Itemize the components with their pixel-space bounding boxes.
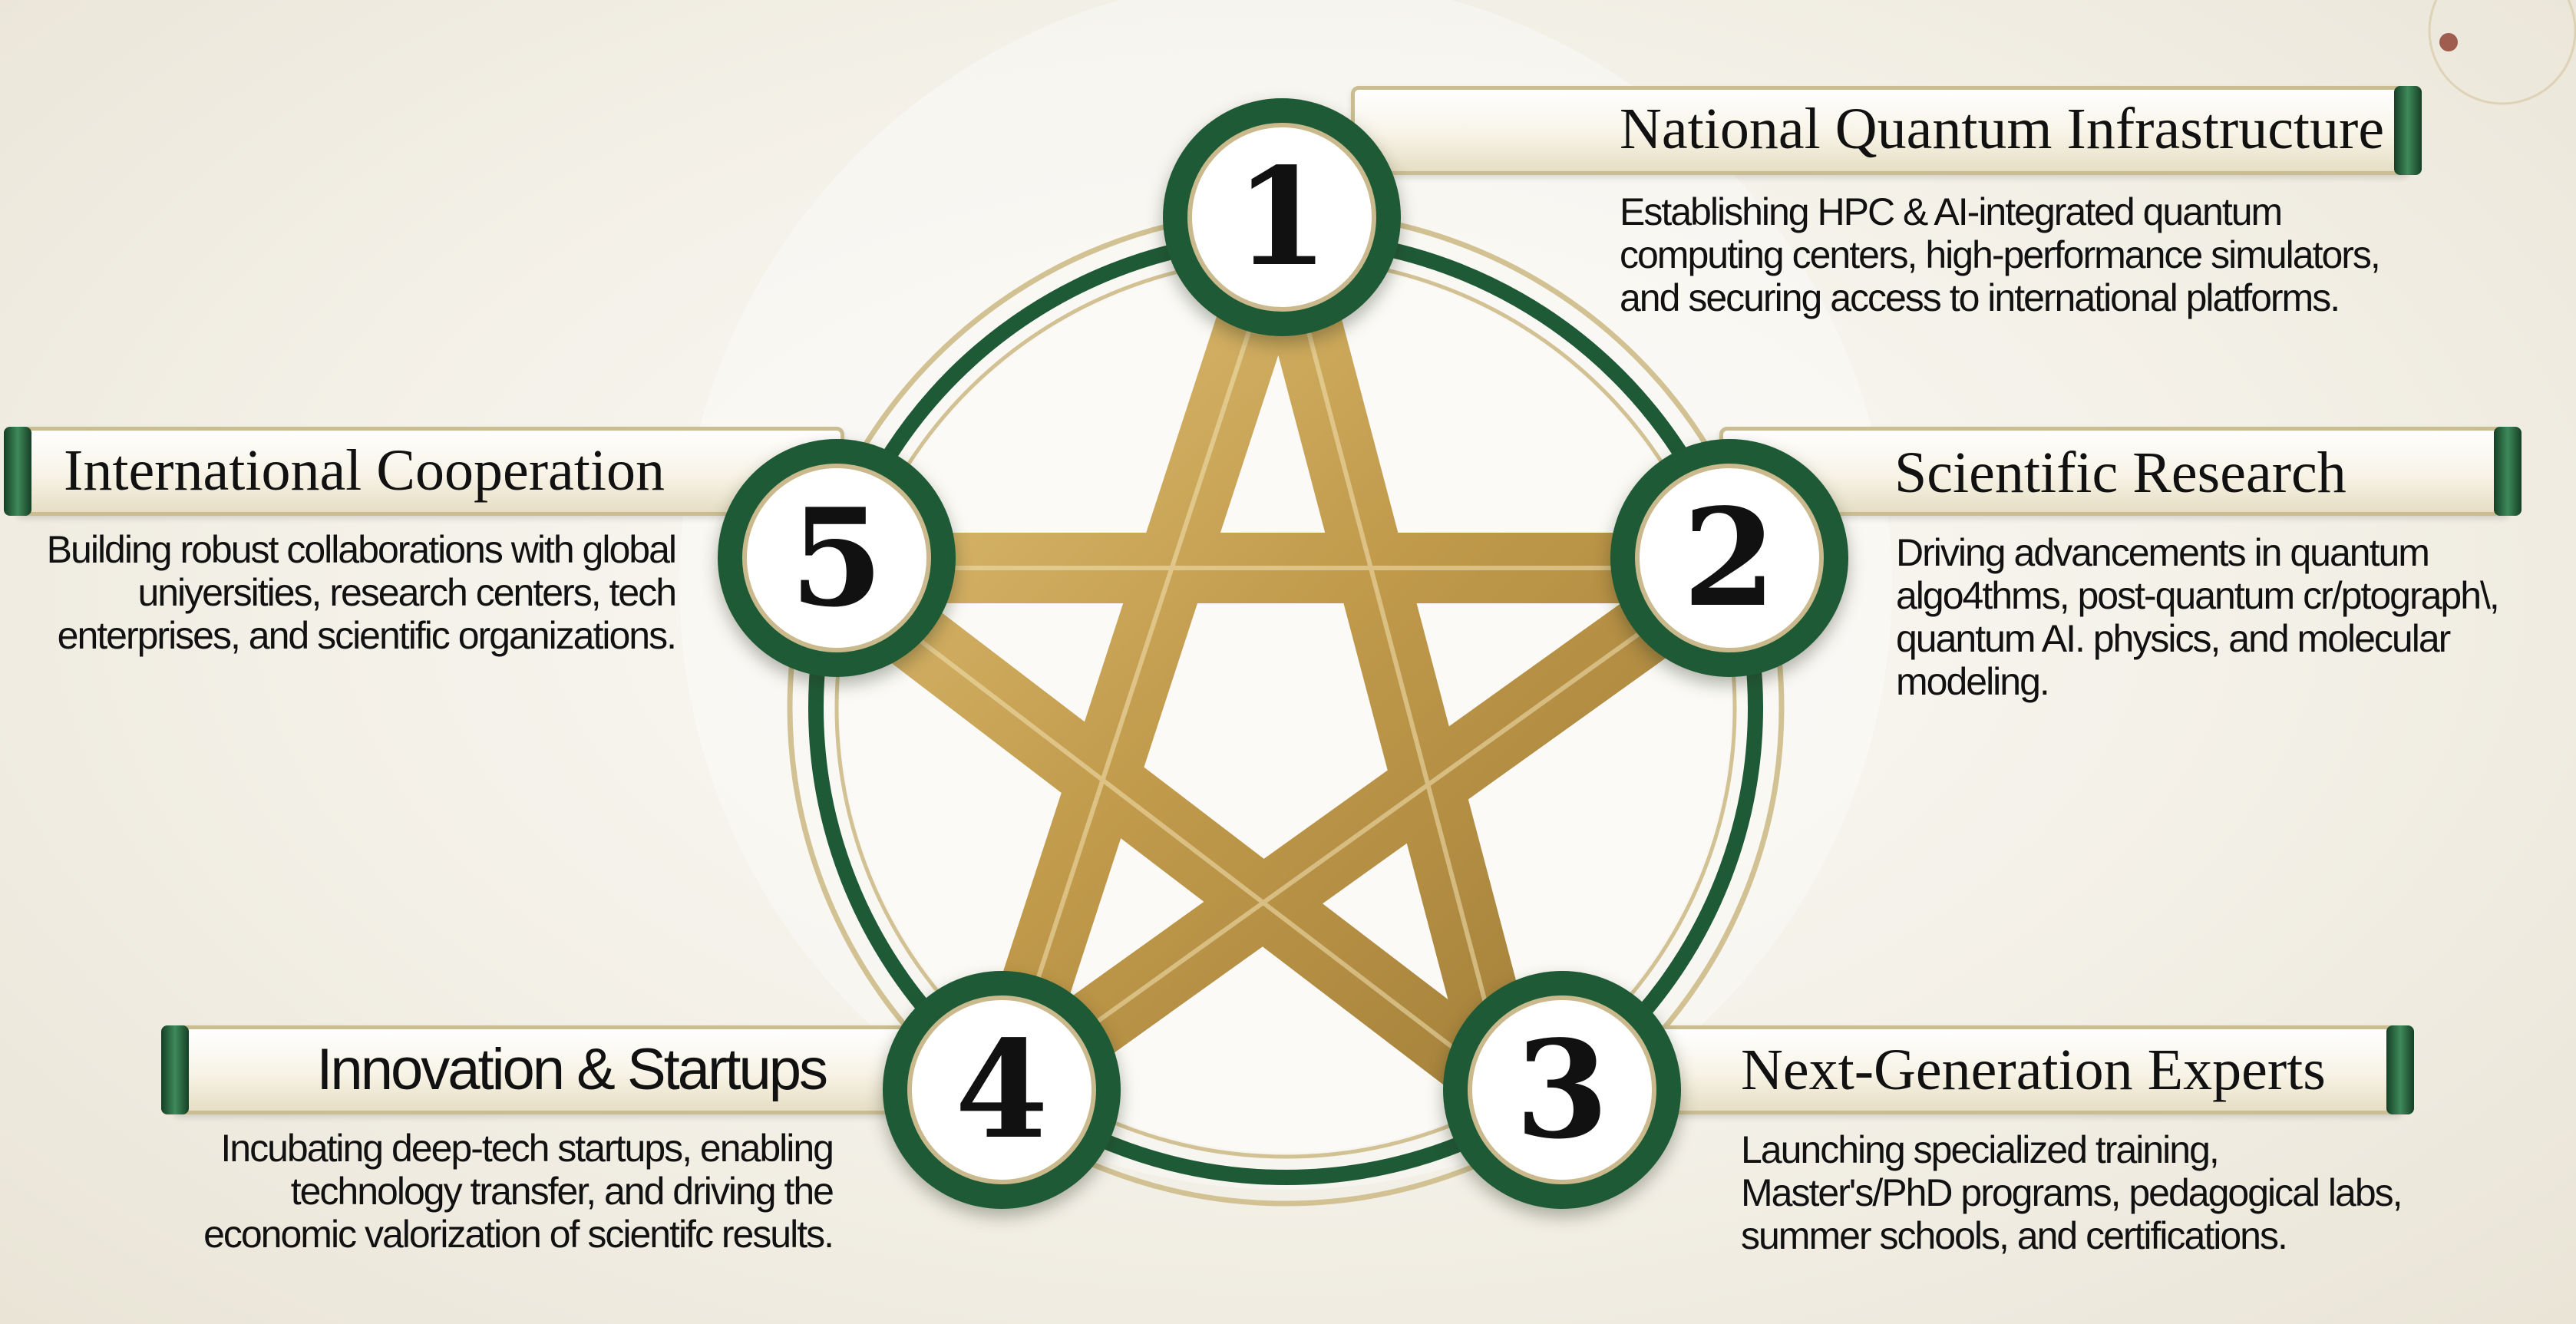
badge-2: 2 bbox=[1610, 439, 1848, 677]
pillar-4-title: Innovation & Startups bbox=[316, 1037, 828, 1102]
pillar-2-title: Scientific Research bbox=[1894, 441, 2346, 505]
banner-1 bbox=[1351, 86, 2422, 175]
badge-1-number: 1 bbox=[1235, 138, 1329, 296]
banner-3-cap bbox=[2386, 1025, 2414, 1114]
background-ornament-dot bbox=[2439, 33, 2458, 51]
banner-4 bbox=[161, 1025, 940, 1114]
banner-5-cap bbox=[4, 427, 31, 516]
pillar-2-description: Driving advancements in quantum algo4thm… bbox=[1896, 531, 2500, 703]
badge-4-inner: 4 bbox=[907, 995, 1096, 1184]
banner-1-cap bbox=[2394, 86, 2422, 175]
gold-star-edge bbox=[818, 229, 1739, 1096]
pillar-1-description: Establishing HPC & AI-integrated quantum… bbox=[1620, 190, 2381, 319]
pillar-1-title: National Quantum Infrastructure bbox=[1620, 97, 2385, 161]
banner-2 bbox=[1719, 427, 2522, 516]
badge-3-inner: 3 bbox=[1468, 995, 1656, 1184]
badge-1-inner: 1 bbox=[1187, 123, 1376, 312]
badge-3-number: 3 bbox=[1515, 1011, 1609, 1169]
banner-4-cap bbox=[161, 1025, 189, 1114]
badge-5-number: 5 bbox=[790, 479, 883, 637]
pillar-5-description: Building robust collaborations with glob… bbox=[46, 528, 677, 657]
badge-1: 1 bbox=[1163, 98, 1401, 336]
banner-3 bbox=[1627, 1025, 2414, 1114]
background-ornament-small bbox=[2428, 0, 2576, 105]
banner-2-cap bbox=[2494, 427, 2522, 516]
badge-5-inner: 5 bbox=[742, 464, 931, 652]
badge-2-number: 2 bbox=[1683, 479, 1776, 637]
badge-5: 5 bbox=[718, 439, 956, 677]
badge-2-inner: 2 bbox=[1635, 464, 1824, 652]
badge-3: 3 bbox=[1443, 971, 1681, 1209]
pillar-3-description: Launching specialized training, Master's… bbox=[1741, 1128, 2403, 1257]
pillar-4-description: Incubating deep-tech startups, enabling … bbox=[203, 1127, 834, 1256]
badge-4-number: 4 bbox=[955, 1011, 1049, 1169]
pillar-5-title: International Cooperation bbox=[64, 438, 665, 503]
badge-4: 4 bbox=[883, 971, 1121, 1209]
pillar-3-title: Next-Generation Experts bbox=[1741, 1038, 2326, 1102]
